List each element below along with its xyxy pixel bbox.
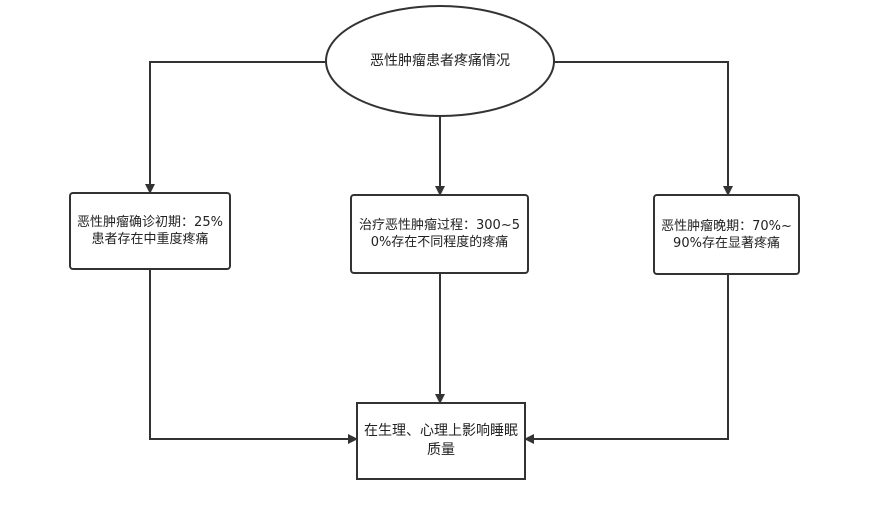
connector-early-to-outcome [149,269,358,444]
connector-late-to-outcome [524,274,729,444]
connector-root-to-late [554,61,733,196]
outcome-label: 在生理、心理上影响睡眠质量 [364,423,518,458]
treatment-stage-label: 治疗恶性肿瘤过程：300~50%存在不同程度的疼痛 [359,218,520,250]
late-stage-box [653,194,800,275]
root-node-label: 恶性肿瘤患者疼痛情况 [370,52,510,69]
early-stage-label: 恶性肿瘤确诊初期：25%患者存在中重度疼痛 [77,215,223,247]
outcome-box [356,402,526,480]
early-stage-box [69,192,231,270]
treatment-stage-box [350,194,529,274]
late-stage-label: 恶性肿瘤晚期：70%~90%存在显著疼痛 [661,218,792,251]
root-node-ellipse [325,5,555,117]
connector-root-to-early [145,61,326,194]
